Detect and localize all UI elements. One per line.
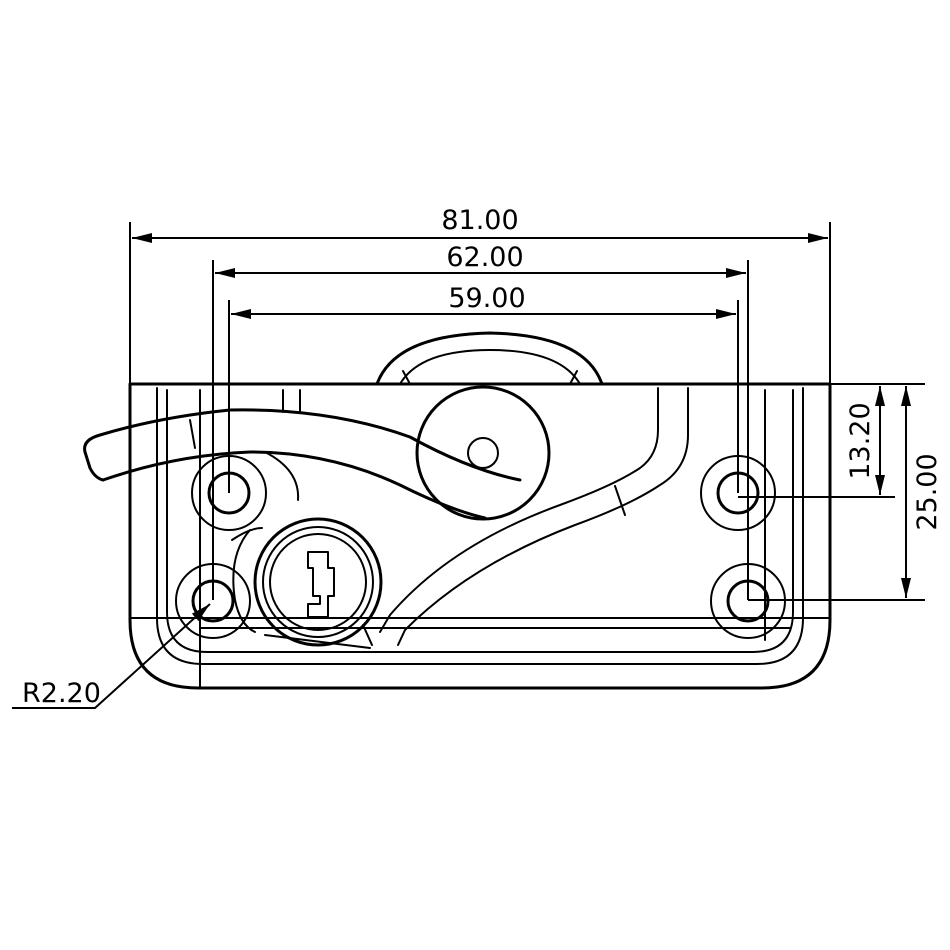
lock-body [128, 382, 832, 690]
dimension-label-59: 59.00 [448, 283, 525, 314]
dimension-overall-width: 81.00 [132, 205, 828, 243]
extension-lines [129, 222, 925, 601]
cam-profile [362, 387, 689, 646]
dimension-label-62: 62.00 [446, 242, 523, 273]
keyhole-icon [307, 551, 335, 618]
roller-boss [415, 385, 551, 521]
dimension-label-81: 81.00 [441, 205, 518, 236]
body-outline [128, 382, 832, 690]
key-cylinder [231, 517, 383, 649]
roller-housing [375, 331, 604, 386]
body-inner-outline [156, 387, 804, 665]
dimension-inner-hole-spacing: 59.00 [231, 283, 736, 319]
dimension-label-25: 25.00 [912, 453, 943, 530]
dimension-hole-offset: 13.20 [845, 386, 885, 495]
dimension-label-13-20: 13.20 [845, 402, 876, 479]
dimension-height: 25.00 [901, 386, 943, 598]
dimension-outer-hole-spacing: 62.00 [215, 242, 746, 278]
lever-handle[interactable] [83, 408, 522, 520]
dimension-label-r2-20: R2.20 [22, 678, 101, 709]
dimension-hole-radius: R2.20 [12, 603, 211, 709]
